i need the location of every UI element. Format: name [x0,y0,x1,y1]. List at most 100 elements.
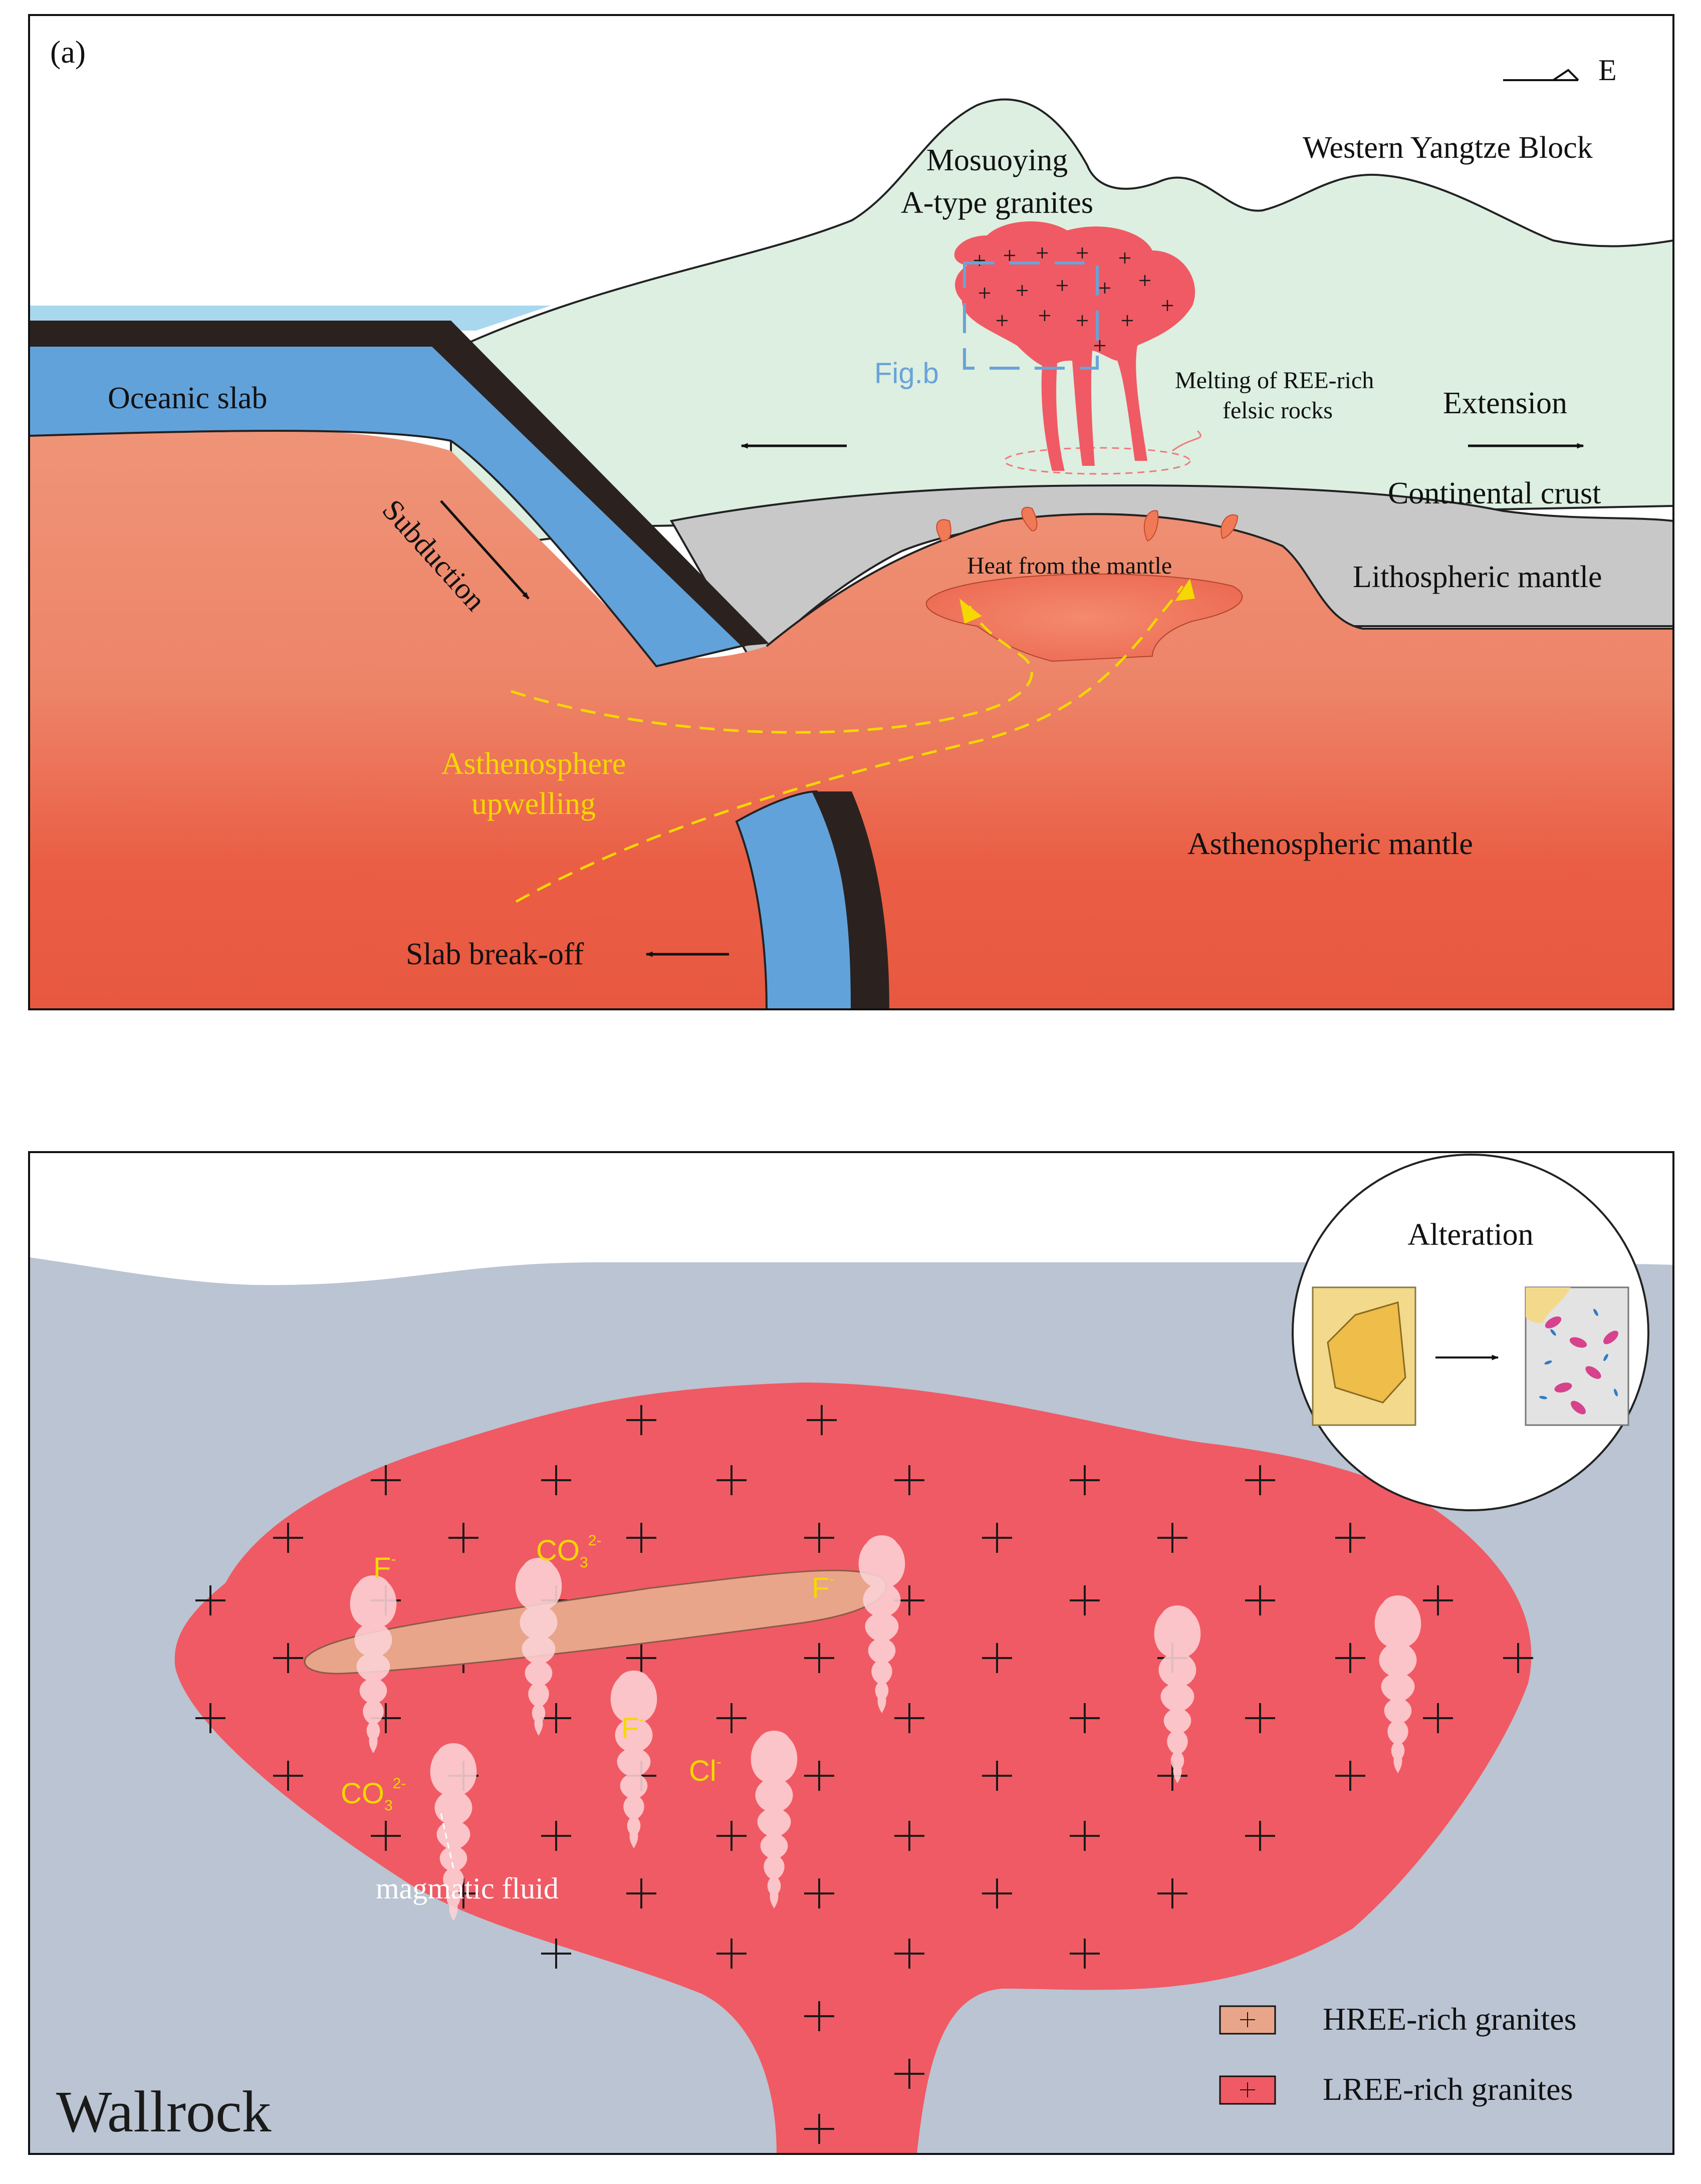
plus-mark [1157,1878,1187,1908]
plus-mark [1004,250,1015,261]
breakoff-label: Slab break-off [406,937,584,971]
plus-mark [541,1821,571,1851]
plus-mark [1157,1523,1187,1553]
plus-mark [626,1643,656,1673]
plus-mark [1099,283,1110,294]
mantle-boundary-line [766,513,1673,647]
ion-label: F- [373,1551,396,1584]
plus-mark [1423,1703,1453,1733]
plus-mark [804,1523,834,1553]
plus-mark [716,1465,747,1495]
plus-mark [979,288,990,299]
ion-sup: - [716,1754,721,1770]
alteration-inset: Alteration [1292,1154,1649,1511]
ion-sup: 2- [393,1775,406,1792]
melting-label-line1: Melting of REE-rich [1175,367,1374,394]
legend: HREE-rich granites LREE-rich granites [1219,2001,1577,2107]
slab-label: Oceanic slab [108,381,267,415]
ree-mineral-grain [1554,1383,1572,1393]
plus-mark [1070,1821,1100,1851]
asthenosphere-flow-lines [511,585,1184,903]
flame-icon [1143,510,1159,542]
legend-swatch-hree [1219,2005,1276,2035]
heat-flames [936,506,1239,542]
plus-mark [804,2114,834,2144]
plus-mark [1245,1703,1275,1733]
granite-label-line2: A-type granites [901,186,1093,220]
subduction-arrow [440,500,530,600]
plus-mark [541,1939,571,1969]
astheno-up-line1: Asthenosphere [441,747,626,781]
magmatic-fluid-label: magmatic fluid [376,1872,559,1905]
panel-a-label: (a) [50,34,86,70]
flame-icon [936,519,951,542]
asthenospheric-mantle [29,427,1673,1009]
ree-mineral-grain [1571,1401,1586,1415]
plus-mark [371,1821,401,1851]
plus-mark [1039,310,1050,321]
plus-mark [716,1939,747,1969]
ion-label: F- [812,1571,834,1604]
secondary-mineral-grain [1614,1389,1618,1397]
plus-mark [626,1405,656,1435]
plus-mark [1070,1939,1100,1969]
melting-leader-line [1172,430,1201,452]
ion-base: CO [536,1534,580,1567]
heat-label: Heat from the mantle [967,553,1172,579]
plus-mark [1245,1585,1275,1615]
crust-label: Continental crust [1388,476,1601,510]
plus-mark [1017,285,1028,296]
ion-label: CO32- [536,1532,601,1571]
plus-mark [541,1465,571,1495]
plus-mark [982,1761,1012,1791]
plus-mark [448,1523,478,1553]
east-direction-icon [1503,69,1579,81]
pluton-plus-pattern [974,247,1173,351]
ion-base: F [373,1552,391,1584]
plus-mark [894,2059,924,2089]
plus-mark [541,1703,571,1733]
plus-mark [626,1878,656,1908]
plus-mark [1094,340,1105,351]
plus-mark [804,2001,834,2031]
ion-sup: - [829,1571,834,1587]
ion-label: F- [621,1711,644,1745]
plus-mark [982,1643,1012,1673]
plus-mark [1245,1465,1275,1495]
flow-arrowhead-2 [1175,579,1195,601]
figb-label: Fig.b [874,357,939,390]
ion-base: F [621,1712,639,1745]
legend-label-lree: LREE-rich granites [1323,2071,1573,2107]
plus-mark [804,1878,834,1908]
ree-mineral-grain [1569,1337,1587,1348]
melting-label-line2: felsic rocks [1223,397,1333,424]
plus-mark [1037,247,1048,258]
ion-base: Cl [689,1755,716,1787]
ion-sup: - [391,1551,396,1567]
plus-mark [195,1703,225,1733]
secondary-mineral-grain [1593,1308,1598,1316]
plus-mark [1070,1703,1100,1733]
ion-sup: 2- [588,1532,602,1549]
ion-sub: 3 [580,1554,588,1571]
melting-zone-ellipse [1004,447,1191,475]
plus-mark [1077,247,1088,258]
plus-mark [1057,280,1068,291]
extension-label: Extension [1443,386,1567,420]
plus-mark [982,1523,1012,1553]
plus-mark [1423,1585,1453,1615]
wallrock-label: Wallrock [56,2079,272,2144]
granite-body [174,1383,1532,2154]
plus-mark [1503,1643,1533,1673]
ion-label: Cl- [689,1754,721,1787]
panel-b-frame [28,1151,1674,2155]
plus-mark [195,1585,225,1615]
lithospheric-mantle [669,484,1673,663]
plus-mark [997,315,1008,326]
plus-mark [1070,1465,1100,1495]
flow-line-1 [511,605,1033,734]
plus-mark [894,1939,924,1969]
plus-mark [894,1821,924,1851]
secondary-mineral-grain [1539,1396,1547,1400]
plus-mark [273,1523,303,1553]
